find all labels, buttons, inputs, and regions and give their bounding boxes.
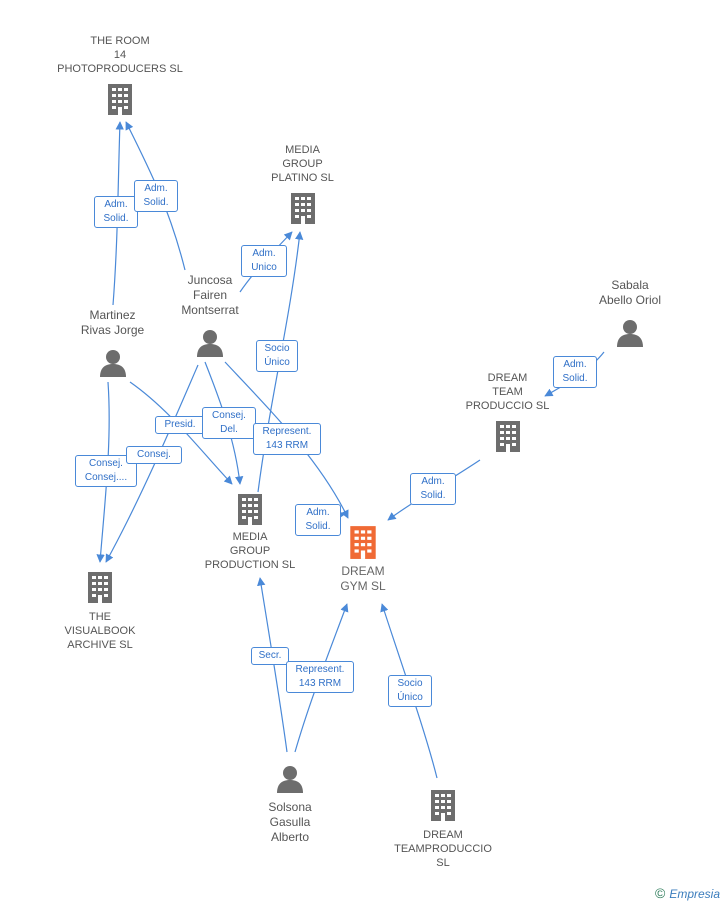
- node-sabala-abello-oriol[interactable]: Sabala Abello Oriol: [580, 278, 680, 348]
- node-label: THE ROOM 14 PHOTOPRODUCERS SL: [57, 35, 183, 75]
- edge-juncosa-visualbook: [105, 364, 199, 563]
- node-dream-team-produccio[interactable]: DREAM TEAM PRODUCCIO SL: [455, 371, 560, 453]
- node-the-visualbook-archive[interactable]: THE VISUALBOOK ARCHIVE SL: [50, 570, 150, 652]
- building-icon: [495, 421, 520, 452]
- node-label: DREAM TEAM PRODUCCIO SL: [465, 372, 550, 412]
- relation-label[interactable]: Adm. Solid.: [94, 196, 138, 228]
- node-media-group-production[interactable]: MEDIA GROUP PRODUCTION SL: [195, 492, 305, 572]
- relation-label[interactable]: Socio Único: [256, 340, 298, 372]
- brand-logo: Empresia: [669, 887, 720, 901]
- person-icon: [99, 350, 126, 377]
- node-dream-gym[interactable]: DREAM GYM SL: [318, 524, 408, 594]
- relation-label[interactable]: Consej.: [126, 446, 182, 464]
- relation-label[interactable]: Represent. 143 RRM: [286, 661, 354, 693]
- relation-label[interactable]: Adm. Solid.: [134, 180, 178, 212]
- relation-label[interactable]: Adm. Solid.: [295, 504, 341, 536]
- node-label: Sabala Abello Oriol: [598, 278, 662, 307]
- node-martinez-rivas-jorge[interactable]: Martinez Rivas Jorge: [60, 308, 165, 378]
- building-icon: [88, 572, 112, 603]
- building-icon: [108, 84, 132, 115]
- building-icon: [431, 790, 455, 821]
- person-icon: [277, 766, 303, 793]
- node-the-room-14[interactable]: THE ROOM 14 PHOTOPRODUCERS SL: [55, 34, 185, 116]
- node-label: DREAM TEAMPRODUCCIO SL: [394, 829, 492, 869]
- node-label: DREAM GYM SL: [340, 564, 386, 593]
- building-icon: [350, 526, 376, 559]
- relation-label[interactable]: Adm. Solid.: [553, 356, 597, 388]
- relation-label[interactable]: Socio Único: [388, 675, 432, 707]
- copyright-icon: ©: [654, 885, 666, 901]
- node-label: Martinez Rivas Jorge: [80, 308, 145, 337]
- node-dream-teamproduccio[interactable]: DREAM TEAMPRODUCCIO SL: [388, 788, 498, 870]
- relation-label[interactable]: Adm. Solid.: [410, 473, 456, 505]
- building-icon: [290, 193, 315, 224]
- node-label: THE VISUALBOOK ARCHIVE SL: [64, 611, 136, 651]
- node-juncosa-fairen-montserrat[interactable]: Juncosa Fairen Montserrat: [160, 273, 260, 358]
- relation-label[interactable]: Adm. Unico: [241, 245, 287, 277]
- relation-label[interactable]: Represent. 143 RRM: [253, 423, 321, 455]
- node-label: MEDIA GROUP PRODUCTION SL: [204, 531, 296, 571]
- node-solsona-gasulla-alberto[interactable]: Solsona Gasulla Alberto: [240, 764, 340, 845]
- building-icon: [238, 494, 262, 525]
- person-icon: [197, 330, 223, 357]
- relation-label[interactable]: Secr.: [251, 647, 289, 665]
- edge-solsona-mgproduction: [257, 577, 288, 753]
- node-media-group-platino[interactable]: MEDIA GROUP PLATINO SL: [250, 143, 355, 225]
- node-label: Solsona Gasulla Alberto: [268, 800, 312, 844]
- relation-label[interactable]: Presid.: [155, 416, 205, 434]
- footer-brand: ©Empresia: [655, 885, 720, 901]
- node-label: MEDIA GROUP PLATINO SL: [271, 144, 334, 184]
- person-icon: [617, 320, 643, 347]
- relation-label[interactable]: Consej. Del.: [202, 407, 256, 439]
- node-label: Juncosa Fairen Montserrat: [181, 273, 239, 317]
